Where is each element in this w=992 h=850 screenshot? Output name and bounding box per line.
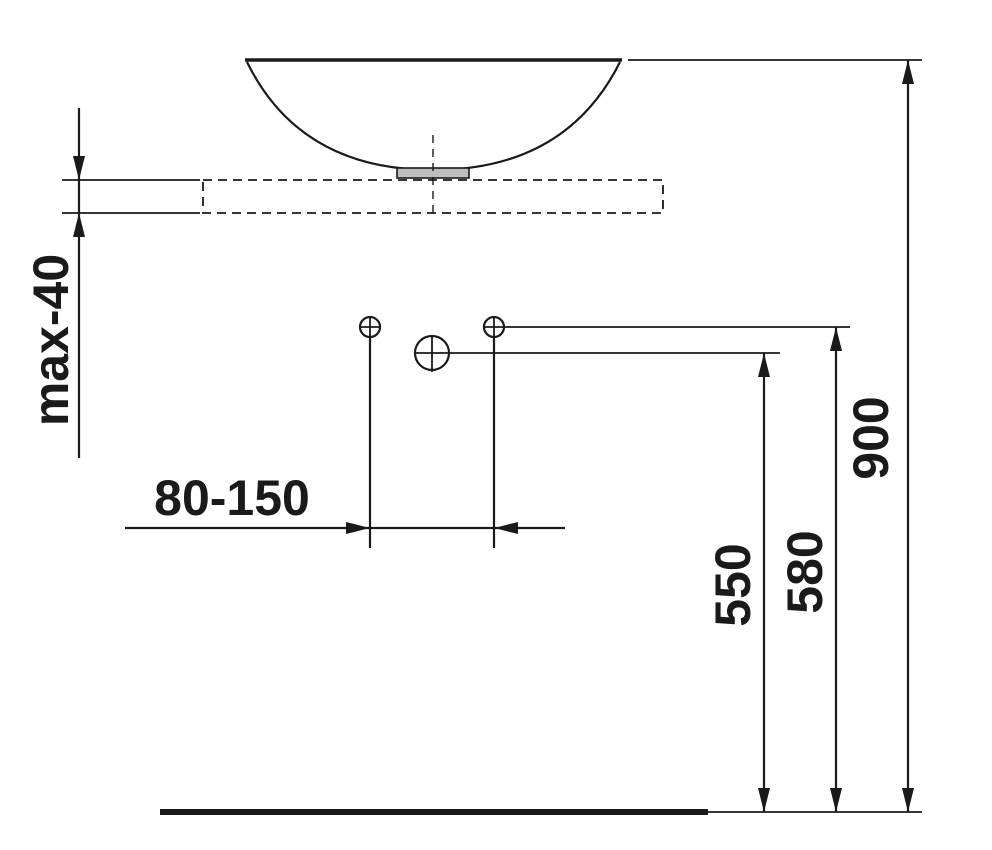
- supply-height-dimension: [830, 327, 842, 812]
- tap-spacing-label: 80-150: [154, 470, 310, 526]
- countertop-thickness-dimension: [62, 108, 200, 458]
- basin-top-height-label: 900: [843, 396, 899, 479]
- supply-height-label: 580: [777, 530, 833, 613]
- countertop-max-label: max-40: [23, 254, 79, 426]
- supply-connection-right: [482, 315, 506, 548]
- waste-height-dimension: [758, 353, 770, 812]
- basin-top-height-dimension: [902, 60, 914, 812]
- waste-height-label: 550: [705, 543, 761, 626]
- basin-bowl: [245, 58, 622, 179]
- tap-spacing-dimension: [125, 522, 565, 534]
- supply-connection-left: [358, 315, 382, 548]
- waste-connection: [413, 334, 451, 372]
